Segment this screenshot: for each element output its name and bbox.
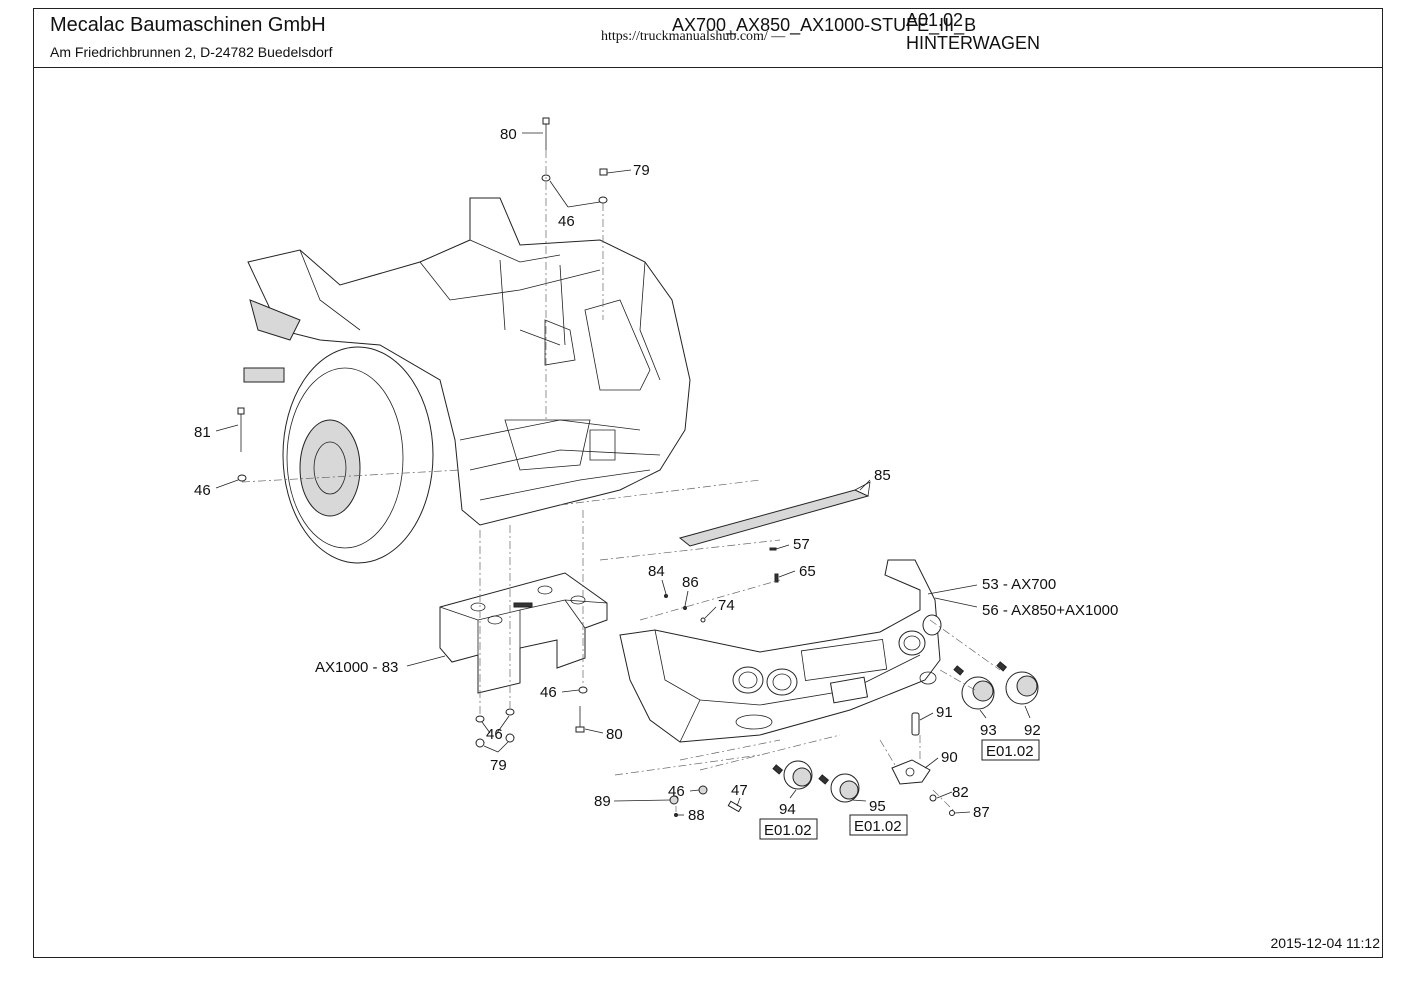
bolt-81 <box>237 407 245 452</box>
callout-85: 85 <box>874 467 891 484</box>
callout-46-b2: 46 <box>668 783 685 800</box>
callout-88: 88 <box>688 807 705 824</box>
leader-lines <box>215 132 1031 816</box>
callout-83-ax1000: AX1000 - 83 <box>315 659 398 676</box>
callout-95: 95 <box>869 798 886 815</box>
section-title: HINTERWAGEN <box>906 33 1041 53</box>
callout-labels: 80 79 46 81 46 85 57 65 84 86 74 53 - AX… <box>194 126 1118 824</box>
rear-frame <box>243 197 691 526</box>
sheet-number: A01.02 <box>906 10 964 30</box>
lamp-93 <box>953 665 995 710</box>
company-name: Mecalac Baumaschinen GmbH <box>50 14 326 36</box>
callout-94: 94 <box>779 801 796 818</box>
callout-81: 81 <box>194 424 211 441</box>
callout-46-bottom: 46 <box>486 726 503 743</box>
callout-93: 93 <box>980 722 997 739</box>
callout-46-left: 46 <box>194 482 211 499</box>
nut-79-top <box>599 168 608 176</box>
counterweight-83 <box>439 572 608 694</box>
rear-bumper <box>619 559 942 743</box>
callout-87: 87 <box>973 804 990 821</box>
bolt-80-top <box>542 117 550 150</box>
callout-46-mid: 46 <box>540 684 557 701</box>
nuts-79-bottom <box>475 733 515 748</box>
lamp-94 <box>772 760 813 790</box>
callout-46-top: 46 <box>558 213 575 230</box>
callout-79-top: 79 <box>633 162 650 179</box>
print-timestamp: 2015-12-04 11:12 <box>1270 935 1381 951</box>
callout-57: 57 <box>793 536 810 553</box>
reference-label: E01.02 <box>854 818 902 835</box>
reference-box-c[interactable]: E01.02 <box>849 814 908 836</box>
reference-box-a[interactable]: E01.02 <box>981 739 1040 761</box>
callout-86: 86 <box>682 574 699 591</box>
company-address: Am Friedrichbrunnen 2, D-24782 Buedelsdo… <box>50 44 333 60</box>
callout-82: 82 <box>952 784 969 801</box>
wheel <box>282 346 434 564</box>
strip-85 <box>678 481 871 547</box>
bolt-80-mid <box>575 706 585 733</box>
lamp-92 <box>996 661 1039 705</box>
callout-53-ax700: 53 - AX700 <box>982 576 1056 593</box>
washer-46-left <box>237 474 247 482</box>
washers-46-top <box>541 174 608 204</box>
watermark-url[interactable]: https://truckmanualshub.com/ — <box>601 29 786 44</box>
model-designation: AX700_AX850_AX1000-STUFE_III_B <box>672 15 977 35</box>
lamp-95 <box>818 773 860 803</box>
callout-80-mid: 80 <box>606 726 623 743</box>
drawing-sheet: Mecalac Baumaschinen GmbH Am Friedrichbr… <box>33 8 1383 958</box>
callout-80-top: 80 <box>500 126 517 143</box>
callout-74: 74 <box>718 597 735 614</box>
washers-46-mid <box>475 686 588 723</box>
callout-79-bottom: 79 <box>490 757 507 774</box>
assembly-lines <box>241 150 1001 812</box>
callout-65: 65 <box>799 563 816 580</box>
callout-91: 91 <box>936 704 953 721</box>
callout-84: 84 <box>648 563 665 580</box>
callout-56-ax850-ax1000: 56 - AX850+AX1000 <box>982 602 1118 619</box>
reference-label: E01.02 <box>986 743 1034 760</box>
callout-92: 92 <box>1024 722 1041 739</box>
callout-90: 90 <box>941 749 958 766</box>
reference-label: E01.02 <box>764 822 812 839</box>
reference-box-b[interactable]: E01.02 <box>759 818 818 840</box>
callout-89: 89 <box>594 793 611 810</box>
header-divider <box>34 67 1382 68</box>
callout-47: 47 <box>731 782 748 799</box>
